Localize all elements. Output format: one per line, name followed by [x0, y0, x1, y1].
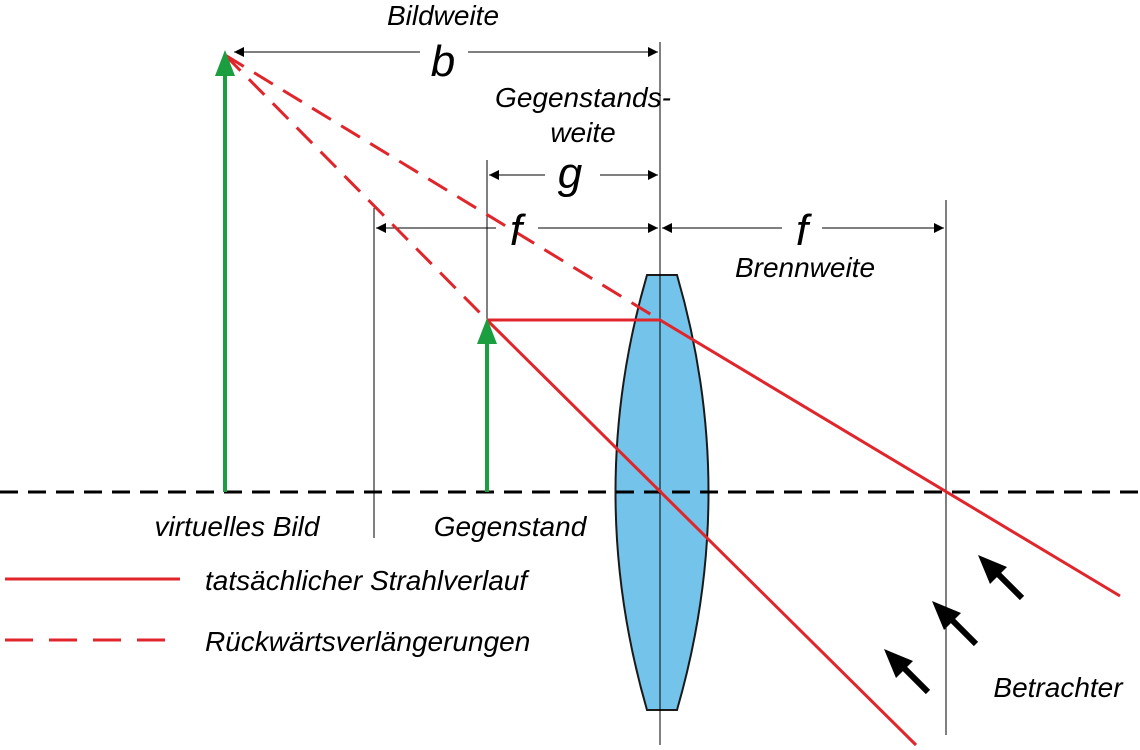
label-gegenstandsweite-1: Gegenstands- [495, 82, 671, 113]
observer-arrows [884, 555, 1025, 695]
label-g: g [558, 149, 583, 198]
legend-dashed-label: Rückwärtsverlängerungen [205, 626, 530, 657]
legend-solid-label: tatsächlicher Strahlverlauf [205, 565, 530, 596]
backward-extension-2 [223, 53, 489, 322]
virtual-image-arrow [215, 50, 235, 492]
label-f-left: f [510, 206, 527, 255]
label-gegenstand: Gegenstand [434, 511, 588, 542]
observer-arrow-icon [932, 601, 979, 647]
observer-arrow-icon [978, 555, 1025, 601]
parallel-ray [487, 318, 1121, 598]
label-gegenstandsweite-2: weite [550, 117, 615, 148]
central-ray [485, 318, 918, 747]
label-betrachter: Betrachter [993, 672, 1124, 703]
label-virtuelles-bild: virtuelles Bild [155, 511, 321, 542]
label-f-right: f [796, 206, 813, 255]
backward-extension-1 [224, 53, 661, 322]
label-brennweite: Brennweite [735, 252, 875, 283]
label-b: b [431, 37, 455, 86]
observer-arrow-icon [884, 649, 931, 695]
object-arrow [477, 318, 497, 492]
label-bildweite: Bildweite [387, 0, 499, 31]
